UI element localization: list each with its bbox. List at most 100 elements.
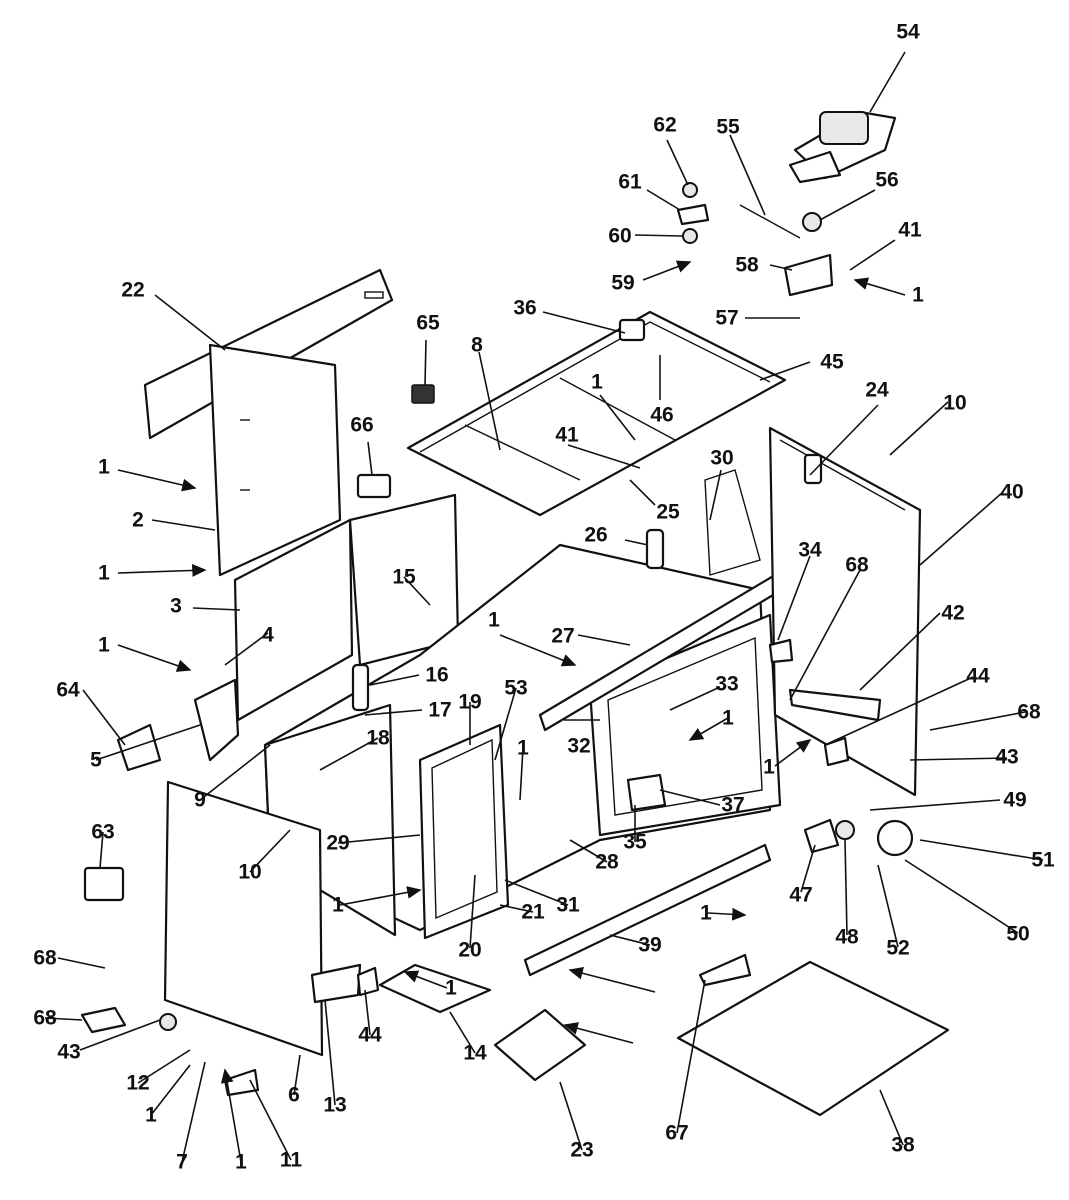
label-43-left: 43 [57, 1040, 81, 1064]
label-10-left: 10 [238, 860, 262, 884]
label-1-rail: 1 [700, 901, 712, 925]
label-6: 6 [288, 1083, 300, 1107]
label-36: 36 [513, 296, 537, 320]
label-68-left-a: 68 [33, 946, 57, 970]
part-knob-47 [803, 818, 840, 854]
label-56: 56 [875, 168, 899, 192]
part-block-66 [356, 473, 392, 499]
part-knob-50 [876, 819, 914, 857]
label-27: 27 [551, 624, 575, 648]
label-1-top-panel: 1 [591, 370, 603, 394]
label-39: 39 [638, 933, 662, 957]
label-51: 51 [1031, 848, 1055, 872]
part-front-panel-6 [163, 780, 324, 1057]
label-17: 17 [428, 698, 452, 722]
label-47: 47 [789, 883, 813, 907]
label-1-bottom: 1 [235, 1150, 247, 1174]
part-plate-14 [378, 963, 492, 1014]
label-55: 55 [716, 115, 740, 139]
label-24: 24 [865, 378, 889, 402]
label-1-top-right: 1 [912, 283, 924, 307]
label-11: 11 [279, 1148, 303, 1172]
label-52: 52 [886, 936, 910, 960]
label-62: 62 [653, 113, 677, 137]
label-5: 5 [90, 748, 102, 772]
part-switch-64 [116, 723, 162, 772]
label-59: 59 [611, 271, 635, 295]
part-plate-23 [493, 1008, 587, 1082]
label-50: 50 [1006, 922, 1030, 946]
label-43-right: 43 [995, 745, 1019, 769]
part-panel-3 [233, 518, 354, 722]
label-7: 7 [176, 1150, 188, 1174]
label-22: 22 [121, 278, 145, 302]
label-35: 35 [623, 830, 647, 854]
label-48: 48 [835, 925, 859, 949]
label-68-far-right: 68 [1017, 700, 1041, 724]
label-20: 20 [458, 938, 482, 962]
label-58: 58 [735, 253, 759, 277]
label-12: 12 [126, 1071, 150, 1095]
part-48 [835, 820, 855, 840]
label-68-left-b: 68 [33, 1006, 57, 1030]
label-1-bottom-left: 1 [145, 1103, 157, 1127]
part-bracket-11 [223, 1068, 260, 1097]
label-1-frame: 1 [517, 736, 529, 760]
part-post-16 [351, 663, 370, 712]
label-18: 18 [366, 726, 390, 750]
part-bracket-68 [80, 1006, 127, 1034]
part-bracket-13 [310, 963, 362, 1004]
label-1-right-mid: 1 [763, 755, 775, 779]
label-1-door: 1 [722, 706, 734, 730]
label-23: 23 [570, 1138, 594, 1162]
label-37: 37 [721, 793, 745, 817]
label-29: 29 [326, 831, 350, 855]
label-57: 57 [715, 306, 739, 330]
label-28: 28 [595, 850, 619, 874]
part-44b [356, 966, 380, 997]
label-26: 26 [584, 523, 608, 547]
part-rail-39 [523, 843, 772, 977]
part-bottom-panel-38 [676, 960, 950, 1117]
label-44-bottom: 44 [358, 1023, 382, 1047]
label-67: 67 [665, 1121, 689, 1145]
label-2: 2 [132, 508, 144, 532]
label-33: 33 [715, 672, 739, 696]
label-13: 13 [323, 1093, 347, 1117]
part-switch-65 [411, 384, 435, 404]
label-25: 25 [656, 500, 680, 524]
part-bracket-67 [698, 953, 752, 987]
part-post-26 [645, 528, 665, 570]
part-block-63 [83, 866, 125, 902]
label-8: 8 [471, 333, 483, 357]
part-61 [676, 203, 710, 226]
label-49: 49 [1003, 788, 1027, 812]
label-4: 4 [262, 623, 274, 647]
part-knob-56 [802, 212, 822, 232]
label-1-left-c: 1 [98, 633, 110, 657]
label-14: 14 [463, 1041, 487, 1065]
label-1-liner-low: 1 [332, 893, 344, 917]
label-41-top: 41 [898, 218, 922, 242]
label-38: 38 [891, 1133, 915, 1157]
label-31: 31 [556, 893, 580, 917]
label-1-left-a: 1 [98, 455, 110, 479]
part-35 [626, 773, 667, 812]
label-16: 16 [425, 663, 449, 687]
label-19: 19 [458, 690, 482, 714]
part-44 [823, 736, 850, 767]
part-43 [159, 1013, 177, 1031]
label-41-mid: 41 [555, 423, 579, 447]
leader-lines [44, 51, 1044, 1163]
part-clip-24 [803, 453, 823, 485]
part-thermostat-54 [788, 110, 897, 184]
part-top-panel-25 [406, 310, 787, 517]
part-60 [682, 228, 698, 244]
label-65: 65 [416, 311, 440, 335]
label-3: 3 [170, 594, 182, 618]
label-66: 66 [350, 413, 374, 437]
label-61: 61 [618, 170, 642, 194]
label-1-plate: 1 [445, 976, 457, 1000]
label-53: 53 [504, 676, 528, 700]
